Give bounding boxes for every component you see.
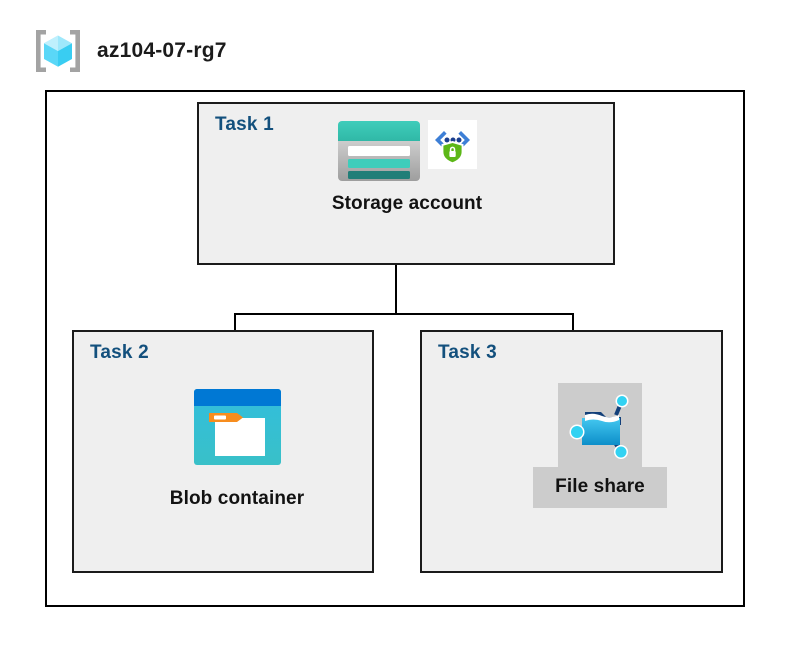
node-blob-container[interactable]: Blob container — [124, 388, 350, 510]
file-share-caption-plate: File share — [533, 467, 667, 508]
resource-group-name: az104-07-rg7 — [97, 39, 227, 62]
blob-container-icon — [193, 388, 282, 466]
private-endpoint-icon — [428, 120, 477, 169]
node-storage-account[interactable]: Storage account — [296, 120, 518, 215]
file-share-highlight-plate — [558, 383, 642, 467]
storage-account-icon-row — [337, 120, 477, 188]
task-3-label: Task 3 — [438, 342, 497, 363]
blob-container-caption: Blob container — [169, 488, 305, 509]
file-share-icon — [563, 388, 637, 462]
resource-group-icon — [33, 28, 83, 74]
connector-bus — [234, 313, 574, 315]
task-2-label: Task 2 — [90, 342, 149, 363]
file-share-caption: File share — [555, 476, 645, 497]
storage-account-icon — [337, 120, 421, 182]
node-file-share[interactable]: File share — [500, 383, 700, 508]
storage-account-caption: Storage account — [331, 193, 483, 214]
resource-group-header: az104-07-rg7 — [33, 28, 227, 74]
task-1-label: Task 1 — [215, 114, 274, 135]
connector-trunk — [395, 265, 397, 315]
